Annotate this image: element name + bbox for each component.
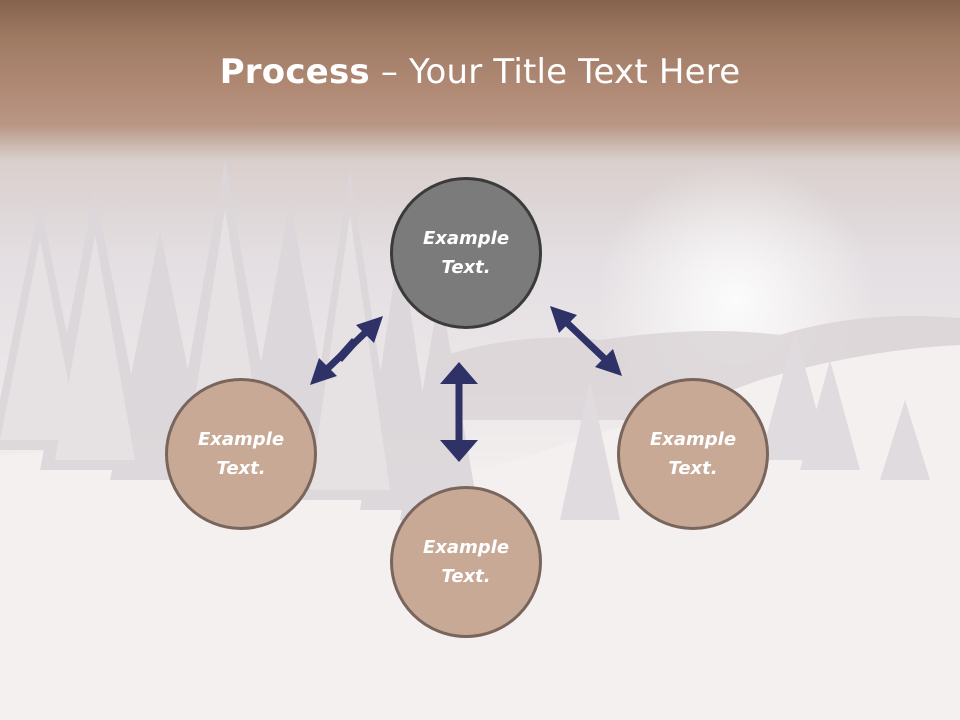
- title-bold: Process: [219, 52, 370, 92]
- process-node-top[interactable]: Example Text.: [390, 177, 542, 329]
- node-left-line2: Text.: [216, 458, 266, 479]
- arrow-vertical: [440, 362, 478, 462]
- node-bottom-line1: Example: [422, 537, 510, 558]
- node-right-line2: Text.: [668, 458, 718, 479]
- right-forest: [560, 330, 930, 520]
- slide-title: Process – Your Title Text Here: [0, 52, 960, 92]
- arrow-top-right: [550, 306, 622, 376]
- process-node-bottom[interactable]: Example Text.: [390, 486, 542, 638]
- node-top-line1: Example: [422, 228, 510, 249]
- node-top-line2: Text.: [441, 257, 491, 278]
- process-node-left[interactable]: Example Text.: [165, 378, 317, 530]
- arrow-top-left: [310, 316, 383, 385]
- process-node-right[interactable]: Example Text.: [617, 378, 769, 530]
- title-rest: – Your Title Text Here: [369, 52, 741, 92]
- node-left-line1: Example: [197, 429, 285, 450]
- node-right-line1: Example: [649, 429, 737, 450]
- node-bottom-line2: Text.: [441, 566, 491, 587]
